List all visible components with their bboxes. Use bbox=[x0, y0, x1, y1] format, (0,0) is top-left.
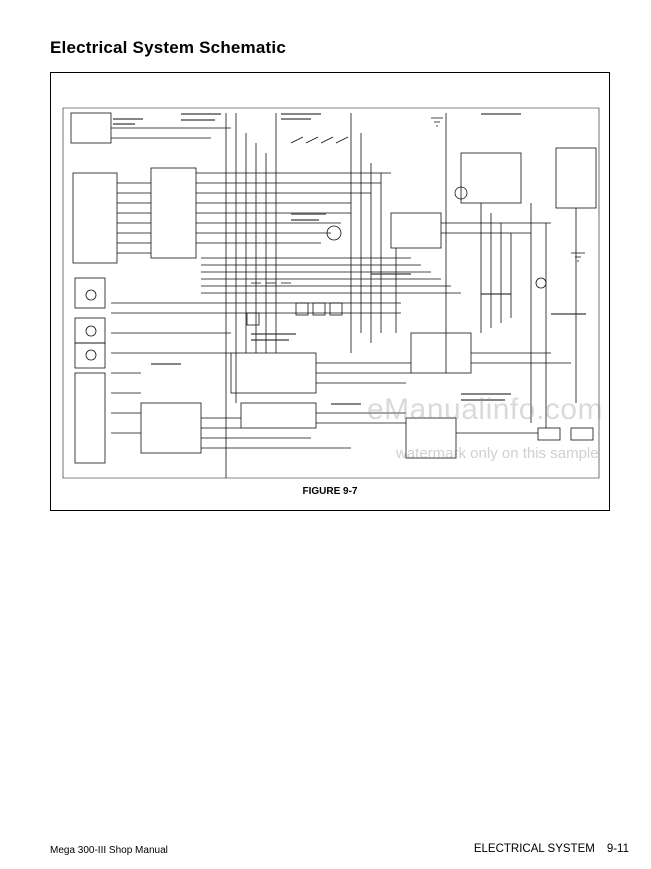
wire-bundle bbox=[316, 362, 411, 424]
wire-bundle bbox=[225, 113, 277, 478]
terminal-grid bbox=[410, 332, 472, 374]
wire-bundle bbox=[111, 127, 231, 254]
wire-bundle bbox=[196, 172, 391, 244]
controller-module bbox=[140, 402, 202, 454]
connector-plug bbox=[570, 427, 594, 441]
ground-symbol bbox=[571, 252, 585, 262]
connector-block bbox=[74, 342, 106, 369]
fuse-panel bbox=[240, 402, 317, 429]
page-title: Electrical System Schematic bbox=[50, 38, 286, 57]
terminal-grid bbox=[405, 417, 457, 459]
lamp-symbol bbox=[85, 325, 97, 337]
wire-bundle bbox=[530, 203, 577, 428]
connector-block bbox=[74, 372, 106, 464]
connector-block bbox=[72, 172, 118, 264]
battery-box bbox=[460, 152, 522, 204]
relay-symbol bbox=[329, 302, 343, 316]
relay-symbol bbox=[246, 312, 260, 326]
figure-frame: eManualinfo.com watermark only on this s… bbox=[50, 72, 610, 511]
wiring-schematic-diagram bbox=[62, 107, 600, 479]
lamp-symbol bbox=[85, 289, 97, 301]
watermark-notice: watermark only on this sample bbox=[396, 445, 599, 462]
engine-box bbox=[555, 147, 597, 209]
lamp-symbol bbox=[85, 349, 97, 361]
figure-caption: FIGURE 9-7 bbox=[302, 486, 358, 497]
watermark-text: eManualinfo.com bbox=[367, 393, 603, 426]
wire-bundle bbox=[201, 257, 461, 294]
boundary-wire bbox=[62, 107, 600, 479]
wire-bundle bbox=[441, 222, 571, 434]
motor-symbol bbox=[326, 225, 342, 241]
footer-section-name: ELECTRICAL SYSTEM bbox=[473, 843, 595, 855]
connector-block bbox=[74, 317, 106, 344]
wire-bundle bbox=[350, 113, 397, 353]
connector-block bbox=[70, 112, 112, 144]
controller-module bbox=[150, 167, 197, 259]
motor-symbol bbox=[454, 186, 468, 200]
connector-block bbox=[74, 277, 106, 309]
fuse-panel bbox=[230, 352, 317, 394]
connector-plug bbox=[537, 427, 561, 441]
lamp-symbol bbox=[535, 277, 547, 289]
ground-symbol bbox=[431, 117, 443, 127]
footer-section: ELECTRICAL SYSTEM 9-11 bbox=[474, 843, 629, 855]
relay-symbol bbox=[295, 302, 309, 316]
relay-symbol bbox=[312, 302, 326, 316]
switch-symbol bbox=[290, 136, 349, 144]
relay-block bbox=[390, 212, 442, 249]
footer-manual-title: Mega 300-III Shop Manual bbox=[50, 845, 168, 856]
wire-bundle bbox=[445, 113, 512, 373]
wire-bundle bbox=[201, 417, 351, 449]
footer-page-number: 9-11 bbox=[606, 843, 629, 855]
